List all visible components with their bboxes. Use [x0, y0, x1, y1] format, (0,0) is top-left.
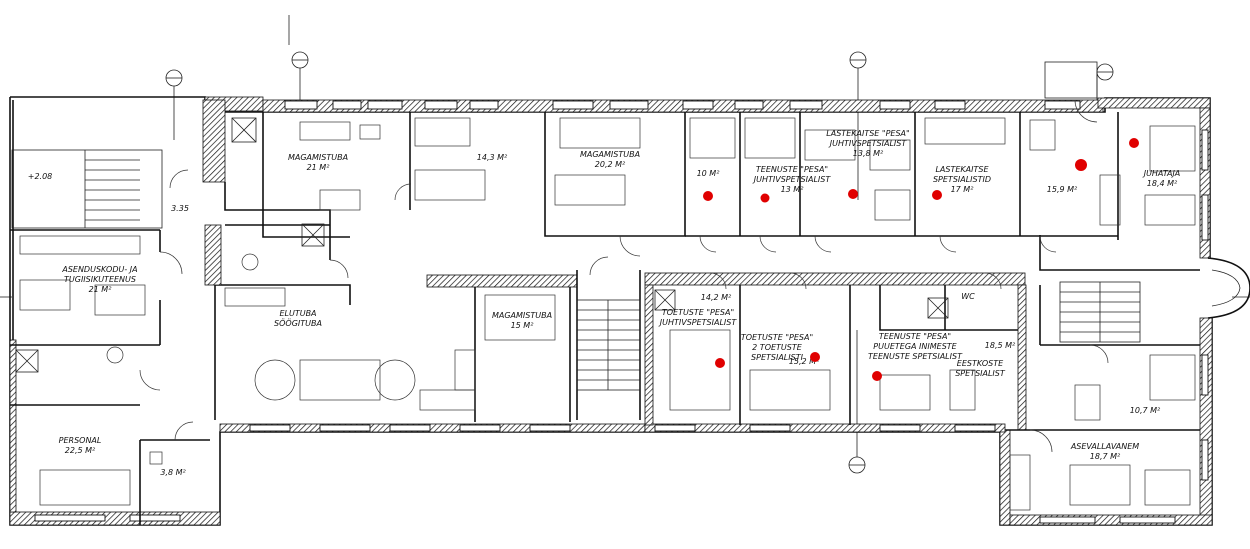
room-label-line: 10 M² — [697, 169, 721, 178]
room-label-line: ASEVALLAVANEM — [1070, 442, 1139, 451]
room-label-line: PUUETEGA INIMESTE — [873, 342, 957, 351]
shafts — [15, 117, 949, 373]
room-label-line: 10,7 M² — [1130, 406, 1161, 415]
room-label-line: SPETSIALISTID — [933, 175, 991, 184]
workstation-marker — [1129, 138, 1139, 148]
room-label-line: +2.08 — [28, 172, 53, 181]
room-label-line: 21 M² — [89, 285, 113, 294]
room-label-line: JUHTIVSPETSIALIST — [658, 318, 738, 327]
room-label-line: TUGIISIKUTEENUS — [64, 275, 136, 284]
room-label-14-2: 14,2 M² — [701, 293, 732, 302]
room-label-line: TOETUSTE "PESA" — [741, 333, 813, 342]
section-marker-3 — [849, 51, 867, 200]
outer-walls — [9, 96, 1250, 526]
room-label-line: WC — [961, 292, 975, 301]
level-label-208: +2.08 — [28, 172, 53, 181]
workstation-marker — [848, 189, 858, 199]
room-label-3-8: 3,8 M² — [160, 468, 186, 477]
room-label-line: 22,5 M² — [65, 446, 96, 455]
room-label-line: 14,2 M² — [701, 293, 732, 302]
room-label-line: MAGAMISTUBA — [288, 153, 348, 162]
workstation-marker — [932, 190, 942, 200]
room-label-line: 13,8 M² — [853, 149, 884, 158]
room-label-line: MAGAMISTUBA — [580, 150, 640, 159]
level-label-335: 3.35 — [171, 204, 189, 213]
room-label-line: 17 M² — [951, 185, 975, 194]
section-marker-5 — [848, 330, 866, 474]
section-marker-group — [0, 15, 1250, 474]
room-label-line: SPETSIALISTI — [751, 353, 804, 362]
workstation-marker — [872, 371, 882, 381]
room-label-line: 14,3 M² — [477, 153, 508, 162]
workstation-marker — [715, 358, 725, 368]
room-label-line: 15,2 M² — [789, 357, 820, 366]
workstation-marker — [810, 352, 820, 362]
room-label-line: 21 M² — [307, 163, 331, 172]
interior-walls — [10, 99, 1200, 525]
room-label-line: 20,2 M² — [595, 160, 626, 169]
room-label-15-2: 15,2 M² — [789, 357, 820, 366]
room-label-line: SPETSIALIST — [955, 369, 1006, 378]
windows — [34, 61, 1209, 524]
room-label-line: 15 M² — [511, 321, 535, 330]
room-label-line: PERSONAL — [59, 436, 102, 445]
doors — [139, 99, 1109, 453]
room-label-wc: WC — [961, 292, 975, 301]
room-label-line: TOETUSTE "PESA" — [662, 308, 734, 317]
section-marker-4 — [1096, 63, 1114, 100]
workstation-marker — [760, 193, 770, 203]
room-label-line: 15,9 M² — [1047, 185, 1078, 194]
room-label-14-3: 14,3 M² — [477, 153, 508, 162]
stairs — [11, 149, 1141, 391]
room-label-line: 13 M² — [781, 185, 805, 194]
room-label-10: 10 M² — [697, 169, 721, 178]
room-label-line: 18,4 M² — [1147, 179, 1178, 188]
room-label-15-9: 15,9 M² — [1047, 185, 1078, 194]
workstation-marker — [703, 191, 713, 201]
room-label-line: JUHTIVSPETSIALIST — [752, 175, 832, 184]
room-label-line: TEENUSTE SPETSIALIST — [868, 352, 963, 361]
workstation-marker — [1075, 159, 1087, 171]
room-label-line: TEENUSTE "PESA" — [879, 332, 951, 341]
room-label-line: ASENDUSKODU- JA — [61, 265, 137, 274]
room-label-line: 3,8 M² — [160, 468, 186, 477]
furniture — [19, 117, 1196, 511]
room-label-line: JUHATAJA — [1142, 169, 1181, 178]
room-label-line: 2 TOETUSTE — [752, 343, 803, 352]
workstation-markers — [703, 138, 1139, 381]
room-label-line: MAGAMISTUBA — [492, 311, 552, 320]
room-label-line: EESTKOSTE — [957, 359, 1004, 368]
room-label-18-5: 18,5 M² — [985, 341, 1016, 350]
room-label-10-7: 10,7 M² — [1130, 406, 1161, 415]
room-label-line: 18,7 M² — [1090, 452, 1121, 461]
room-label-line: SÖÖGITUBA — [274, 318, 322, 328]
room-label-toetuste-pesa: TOETUSTE "PESA"JUHTIVSPETSIALIST — [658, 308, 738, 327]
room-label-line: TEENUSTE "PESA" — [756, 165, 828, 174]
section-marker-1 — [165, 69, 183, 140]
room-label-line: ELUTUBA — [279, 309, 316, 318]
room-label-line: 18,5 M² — [985, 341, 1016, 350]
room-label-line: LASTEKAITSE "PESA" — [826, 129, 909, 138]
room-label-line: JUHTIVSPETSIALIST — [828, 139, 908, 148]
room-label-line: LASTEKAITSE — [935, 165, 989, 174]
room-label-line: 3.35 — [171, 204, 189, 213]
